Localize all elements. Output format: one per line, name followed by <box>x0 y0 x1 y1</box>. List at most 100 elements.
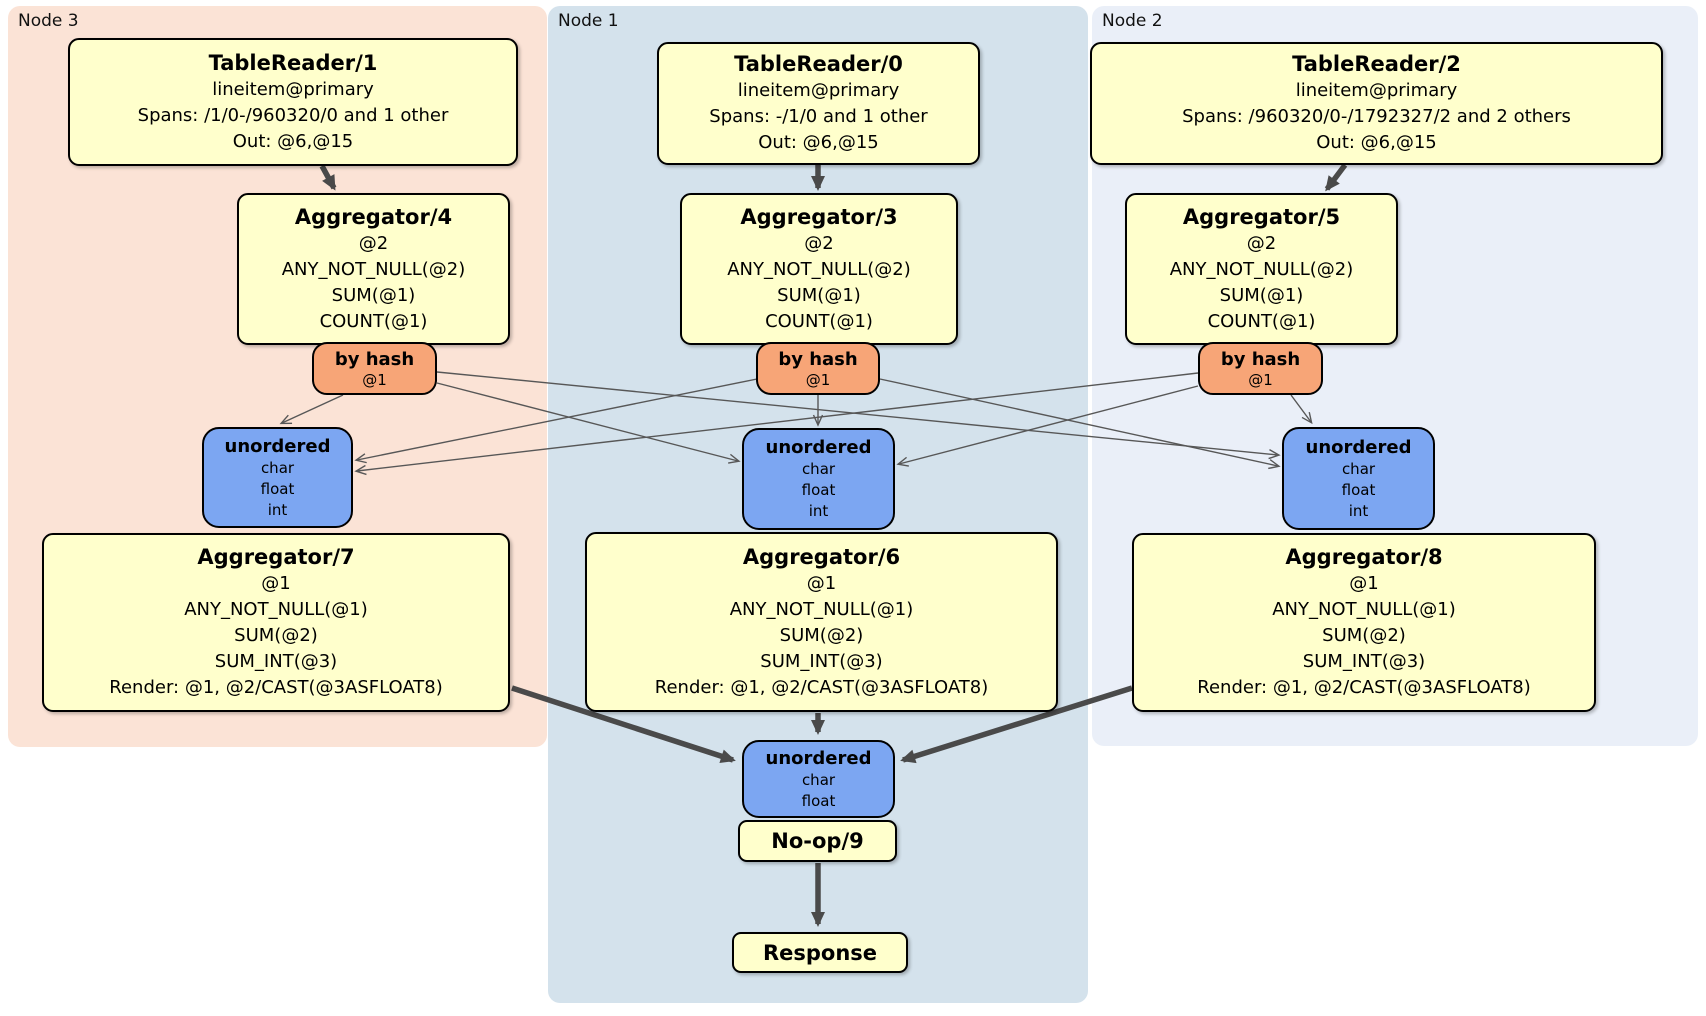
aggregator8-fn: SUM(@2) <box>1322 625 1406 646</box>
aggregator7-box: Aggregator/7 @1 ANY_NOT_NULL(@1) SUM(@2)… <box>42 533 510 712</box>
hash-router-mid-column: @1 <box>805 370 831 389</box>
edge-hashM-syncL <box>354 378 758 464</box>
unordered-sync-left-label: unordered <box>224 435 331 457</box>
hash-router-left-column: @1 <box>362 370 387 389</box>
unordered-sync-right-label: unordered <box>1305 436 1412 458</box>
edge-agg8-finalsync <box>900 685 1133 764</box>
aggregator7-render: Render: @1, @2/CAST(@3ASFLOAT8) <box>109 677 443 698</box>
unordered-sync-final-type: float <box>801 791 836 810</box>
tablereader1-out: Out: @6,@15 <box>232 130 354 152</box>
aggregator7-group: @1 <box>261 573 291 594</box>
aggregator3-fn: SUM(@1) <box>777 284 861 306</box>
hash-router-mid-label: by hash <box>778 348 858 370</box>
node3-label: Node 3 <box>18 11 79 31</box>
aggregator4-fn: ANY_NOT_NULL(@2) <box>281 258 466 280</box>
aggregator8-title: Aggregator/8 <box>1285 545 1443 569</box>
tablereader2-box: TableReader/2 lineitem@primary Spans: /9… <box>1090 42 1663 165</box>
tablereader1-index: lineitem@primary <box>212 78 374 100</box>
tablereader0-out: Out: @6,@15 <box>758 132 879 153</box>
unordered-sync-left-type: int <box>267 500 288 519</box>
unordered-sync-left-type: char <box>260 458 295 477</box>
aggregator5-fn: ANY_NOT_NULL(@2) <box>1169 258 1354 280</box>
response-title: Response <box>762 940 878 965</box>
unordered-sync-mid-type: float <box>801 481 836 499</box>
aggregator5-fn: SUM(@1) <box>1219 284 1304 306</box>
aggregator4-box: Aggregator/4 @2 ANY_NOT_NULL(@2) SUM(@1)… <box>237 193 510 345</box>
unordered-sync-mid-type: int <box>808 502 829 520</box>
edge-hashL-syncL <box>279 394 344 425</box>
aggregator6-fn: ANY_NOT_NULL(@1) <box>729 598 914 620</box>
unordered-sync-right-type: float <box>1341 480 1376 499</box>
hash-router-left: by hash @1 <box>312 342 437 395</box>
aggregator6-render: Render: @1, @2/CAST(@3ASFLOAT8) <box>654 676 989 698</box>
tablereader2-title: TableReader/2 <box>1292 52 1461 76</box>
edge-tr1-agg4 <box>319 164 337 191</box>
aggregator4-title: Aggregator/4 <box>294 204 453 229</box>
unordered-sync-final-type: char <box>801 770 836 789</box>
unordered-sync-mid-type: char <box>801 460 836 478</box>
tablereader2-spans: Spans: /960320/0-/1792327/2 and 2 others <box>1182 106 1571 127</box>
edge-hashL-syncM <box>436 382 741 464</box>
unordered-sync-right-type: int <box>1348 501 1369 520</box>
unordered-sync-left-type: float <box>260 479 295 498</box>
aggregator3-box: Aggregator/3 @2 ANY_NOT_NULL(@2) SUM(@1)… <box>680 193 958 345</box>
aggregator6-box: Aggregator/6 @1 ANY_NOT_NULL(@1) SUM(@2)… <box>585 532 1058 712</box>
noop-title: No-op/9 <box>771 829 864 853</box>
unordered-sync-right: unordered char float int <box>1282 427 1435 530</box>
tablereader0-title: TableReader/0 <box>734 52 903 76</box>
unordered-sync-left: unordered char float int <box>202 427 353 528</box>
unordered-sync-mid-label: unordered <box>765 437 872 458</box>
edge-hashR-syncM <box>896 385 1199 467</box>
aggregator7-fn: SUM_INT(@3) <box>214 651 338 672</box>
aggregator8-fn: SUM_INT(@3) <box>1302 651 1426 672</box>
unordered-sync-final-label: unordered <box>765 747 872 769</box>
tablereader0-box: TableReader/0 lineitem@primary Spans: -/… <box>657 42 980 165</box>
aggregator8-group: @1 <box>1349 573 1379 594</box>
tablereader2-out: Out: @6,@15 <box>1316 132 1437 153</box>
edge-hashL-syncR <box>436 371 1281 460</box>
aggregator4-fn: COUNT(@1) <box>319 310 428 332</box>
unordered-sync-final: unordered char float <box>742 740 895 818</box>
aggregator6-title: Aggregator/6 <box>742 544 901 569</box>
tablereader2-index: lineitem@primary <box>1295 80 1458 101</box>
edge-hashM-syncR <box>879 378 1281 470</box>
tablereader1-title: TableReader/1 <box>208 50 378 75</box>
edge-hashR-syncL <box>354 372 1199 476</box>
aggregator3-title: Aggregator/3 <box>740 204 898 229</box>
aggregator8-box: Aggregator/8 @1 ANY_NOT_NULL(@1) SUM(@2)… <box>1132 533 1596 712</box>
aggregator8-fn: ANY_NOT_NULL(@1) <box>1272 599 1456 620</box>
node1-label: Node 1 <box>558 11 619 31</box>
aggregator6-fn: SUM(@2) <box>779 624 864 646</box>
aggregator5-title: Aggregator/5 <box>1182 204 1341 229</box>
hash-router-right-label: by hash <box>1220 348 1301 370</box>
aggregator5-box: Aggregator/5 @2 ANY_NOT_NULL(@2) SUM(@1)… <box>1125 193 1398 345</box>
tablereader0-index: lineitem@primary <box>737 80 900 101</box>
node2-label: Node 2 <box>1102 11 1163 31</box>
hash-router-right-column: @1 <box>1248 370 1273 389</box>
unordered-sync-mid: unordered char float int <box>742 428 895 530</box>
aggregator6-group: @1 <box>806 572 837 594</box>
edge-hashR-syncR <box>1290 394 1313 425</box>
aggregator7-fn: ANY_NOT_NULL(@1) <box>184 599 368 620</box>
noop-box: No-op/9 <box>738 820 897 862</box>
aggregator4-group: @2 <box>358 232 389 254</box>
response-box: Response <box>732 932 908 973</box>
aggregator5-group: @2 <box>1246 232 1277 254</box>
hash-router-mid: by hash @1 <box>756 342 880 395</box>
tablereader0-spans: Spans: -/1/0 and 1 other <box>709 106 928 127</box>
hash-router-left-label: by hash <box>334 348 415 370</box>
tablereader1-spans: Spans: /1/0-/960320/0 and 1 other <box>137 104 449 126</box>
aggregator7-title: Aggregator/7 <box>197 545 355 569</box>
unordered-sync-right-type: char <box>1341 459 1376 478</box>
aggregator3-group: @2 <box>804 232 834 254</box>
aggregator7-fn: SUM(@2) <box>234 625 318 646</box>
aggregator3-fn: ANY_NOT_NULL(@2) <box>727 258 911 280</box>
edge-tr2-agg5 <box>1324 163 1348 192</box>
aggregator6-fn: SUM_INT(@3) <box>760 650 883 672</box>
tablereader1-box: TableReader/1 lineitem@primary Spans: /1… <box>68 38 518 166</box>
aggregator5-fn: COUNT(@1) <box>1207 310 1316 332</box>
hash-router-right: by hash @1 <box>1198 342 1323 395</box>
aggregator8-render: Render: @1, @2/CAST(@3ASFLOAT8) <box>1197 677 1531 698</box>
aggregator3-fn: COUNT(@1) <box>765 310 873 332</box>
